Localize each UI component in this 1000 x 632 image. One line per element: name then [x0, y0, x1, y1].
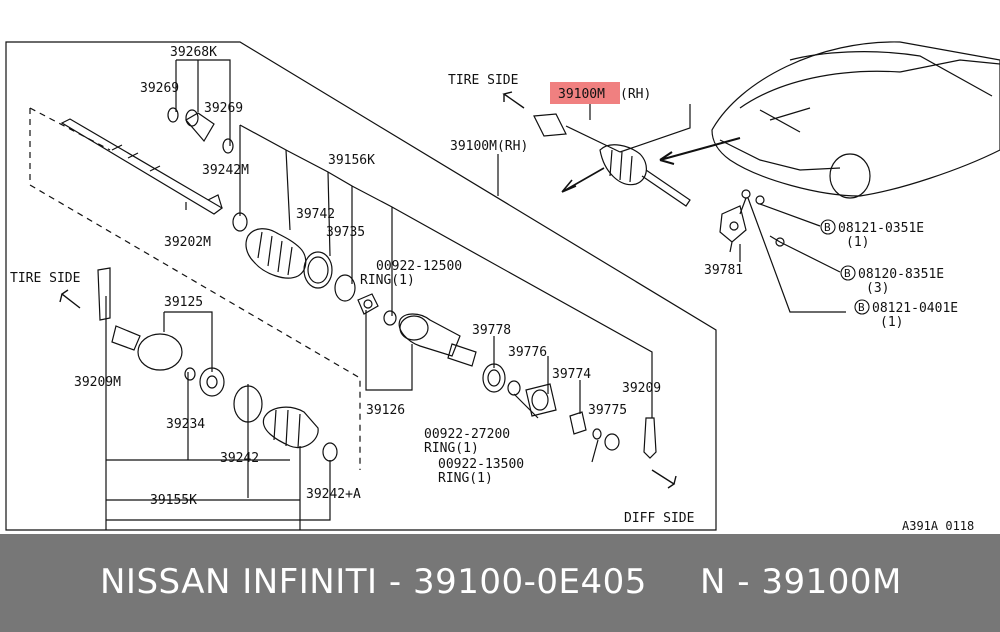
parts-diagram: 39268K 39269 39269 39242M 39156K 39742 3…: [5, 41, 1000, 533]
bolt-08121-0401e: [769, 235, 785, 247]
dashed-outline: [29, 107, 361, 470]
label-39156k: 39156K: [328, 153, 375, 168]
label-39776: 39776: [508, 345, 547, 360]
bolt-08121-0351e: [739, 189, 751, 215]
label-bolt-08120-8351e: 08120-8351E: [858, 267, 944, 282]
label-39234: 39234: [166, 417, 205, 432]
label-39155k: 39155K: [150, 493, 197, 508]
part-number-footer: NISSAN INFINITI - 39100-0E405 N - 39100M: [0, 534, 1000, 632]
shaft-39202m: [60, 118, 224, 215]
part-39269-right: [222, 138, 234, 154]
label-bolt-08121-0401e: 08121-0401E: [872, 301, 958, 316]
seal-39778: [482, 363, 506, 393]
part-39268k: [185, 109, 215, 143]
label-bolt-2-qty: (3): [866, 281, 889, 296]
ring-39234: [184, 367, 196, 381]
label-39778: 39778: [472, 323, 511, 338]
housing-39126: [398, 313, 477, 367]
boot-39742: [245, 228, 307, 279]
arrow-car-to-shaft: [659, 137, 741, 165]
b-marker-2-letter: B: [844, 267, 851, 280]
label-39242: 39242: [220, 451, 259, 466]
pin-39209m: [97, 267, 111, 321]
label-tire-side-top: TIRE SIDE: [448, 73, 518, 88]
b-marker-1-letter: B: [824, 221, 831, 234]
b-marker-3: [854, 299, 870, 315]
pin-39209: [643, 417, 657, 459]
label-39775: 39775: [588, 403, 627, 418]
part-39774: [569, 411, 587, 435]
label-39209: 39209: [622, 381, 661, 396]
label-diff-side: DIFF SIDE: [624, 511, 694, 526]
label-tire-side-left: TIRE SIDE: [10, 271, 80, 286]
leader-lines-left: [105, 59, 653, 530]
shaft-assembly-39100m: [533, 113, 691, 207]
outer-joint-39209m: [111, 325, 183, 371]
label-ring-1c: RING(1): [438, 471, 493, 486]
bearing-39776: [525, 383, 557, 417]
parts-frame: [5, 41, 717, 531]
label-39774: 39774: [552, 367, 591, 382]
ring-00922-27200: [507, 380, 521, 396]
label-39202m: 39202M: [164, 235, 211, 250]
b-marker-2: [840, 265, 856, 281]
diff-side-arrow: [651, 469, 677, 489]
label-39735: 39735: [326, 225, 365, 240]
tire-side-top-arrow: [502, 91, 525, 109]
label-bolt-3-qty: (1): [880, 315, 903, 330]
label-00922-13500: 00922-13500: [438, 457, 524, 472]
vehicle-illustration: [711, 41, 1000, 199]
label-ring-1a: RING(1): [360, 273, 415, 288]
label-00922-12500: 00922-12500: [376, 259, 462, 274]
bracket-39781: [719, 205, 747, 253]
cage-39125: [199, 367, 225, 397]
label-39742: 39742: [296, 207, 335, 222]
b-marker-3-letter: B: [858, 301, 865, 314]
label-00922-27200: 00922-27200: [424, 427, 510, 442]
footer-catalog-code: N - 39100M: [700, 562, 902, 602]
label-39242m: 39242M: [202, 163, 249, 178]
label-39242a: 39242+A: [306, 487, 361, 502]
tire-side-left-arrow: [59, 289, 81, 309]
label-39268k: 39268K: [170, 45, 217, 60]
b-marker-1: [820, 219, 836, 235]
boot-39155k: [262, 406, 319, 449]
label-39100m-rh: 39100M(RH): [450, 139, 528, 154]
label-39781: 39781: [704, 263, 743, 278]
highlight-39100m: [550, 82, 620, 104]
snap-ring-00922-12500: [383, 310, 397, 326]
label-39126: 39126: [366, 403, 405, 418]
label-ring-1b: RING(1): [424, 441, 479, 456]
drawing-reference: A391A 0118: [902, 519, 974, 533]
label-39269-left: 39269: [140, 81, 179, 96]
band-39242a: [322, 442, 338, 462]
label-39100m-highlighted: 39100M: [558, 87, 605, 102]
arrow-assembly: [561, 167, 605, 193]
label-39209m: 39209M: [74, 375, 121, 390]
leader-lines-right: [497, 100, 846, 313]
ring-00922-13500: [592, 428, 602, 440]
washer-39775: [604, 433, 620, 451]
ring-39156k: [334, 274, 356, 302]
part-39269-left: [167, 107, 179, 123]
bolt-08120-8351e: [755, 195, 765, 205]
footer-part-title: NISSAN INFINITI - 39100-0E405: [100, 562, 647, 602]
label-rh-suffix: (RH): [620, 87, 651, 102]
label-bolt-1-qty: (1): [846, 235, 869, 250]
label-39125: 39125: [164, 295, 203, 310]
label-39269-right: 39269: [204, 101, 243, 116]
tripod-39126: [357, 293, 379, 315]
label-bolt-08121-0351e: 08121-0351E: [838, 221, 924, 236]
band-39735: [303, 251, 333, 289]
